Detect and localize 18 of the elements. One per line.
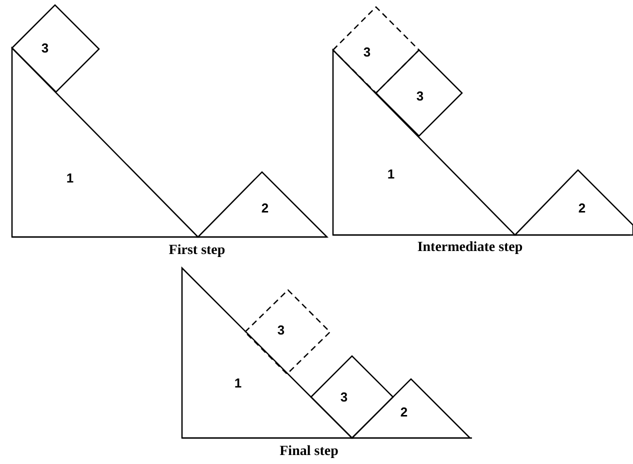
shape-number: 3 [340, 390, 348, 404]
triangle-shape [515, 170, 633, 235]
triangle-shape [198, 172, 327, 237]
shape-number: 3 [416, 90, 424, 102]
triangle-shape [182, 268, 352, 438]
shape-number: 3 [363, 46, 371, 58]
shape-number: 2 [261, 202, 269, 214]
triangle-shape [352, 379, 470, 438]
step-caption: First step [168, 244, 226, 258]
step-caption: Final step [280, 445, 338, 459]
shape-number: 1 [66, 172, 74, 184]
shape-number: 2 [578, 202, 586, 214]
step-caption: Intermediate step [417, 241, 523, 255]
shape-number: 2 [400, 406, 408, 418]
shape-number: 3 [41, 42, 49, 54]
shape-number: 1 [387, 168, 395, 180]
shape-number: 3 [277, 324, 285, 336]
shape-number: 1 [234, 376, 242, 390]
